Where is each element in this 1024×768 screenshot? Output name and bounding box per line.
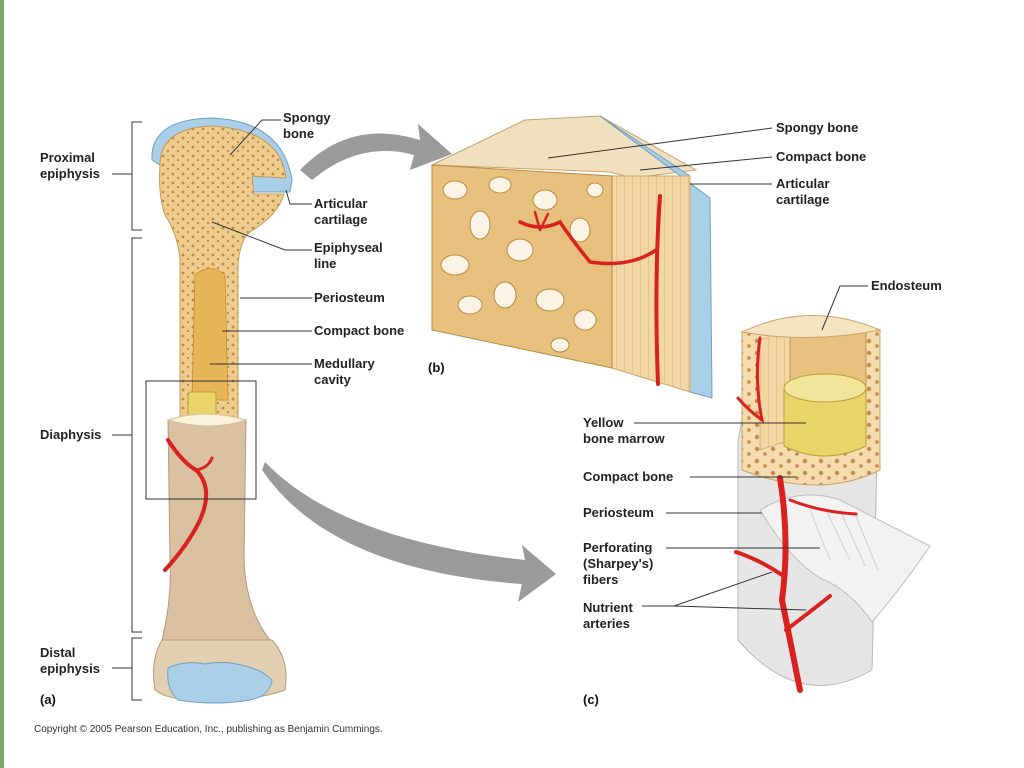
label-diaphysis: Diaphysis bbox=[40, 427, 102, 442]
label-compact-bone-a: Compact bone bbox=[314, 323, 405, 338]
bracket-proximal bbox=[131, 121, 142, 231]
endosteum-top bbox=[740, 315, 882, 338]
label-medullary-cavity: Medullary cavity bbox=[314, 356, 375, 387]
distal-articular-cartilage bbox=[167, 661, 273, 704]
block-artery-small bbox=[533, 210, 550, 232]
nutrient-artery-branch3 bbox=[788, 498, 858, 516]
leader-lines-a bbox=[210, 119, 312, 365]
spongy-compact-block bbox=[431, 115, 713, 399]
label-distal-epiphysis: Distal epiphysis bbox=[40, 645, 100, 676]
trabecular-holes bbox=[440, 176, 604, 353]
label-periosteum-c: Periosteum bbox=[583, 505, 654, 520]
block-artery-vertical bbox=[654, 194, 662, 386]
label-compact-bone-b: Compact bone bbox=[776, 149, 867, 164]
label-spongy-bone-b: Spongy bone bbox=[776, 120, 859, 135]
nutrient-artery-branch2 bbox=[784, 594, 832, 632]
long-bone-figure bbox=[145, 117, 293, 704]
label-perforating-fibers: Perforating (Sharpey's) fibers bbox=[583, 540, 654, 587]
slide-border bbox=[0, 0, 4, 768]
region-brackets bbox=[112, 121, 142, 701]
copyright-notice: Copyright © 2005 Pearson Education, Inc.… bbox=[34, 724, 383, 735]
shaft-artery-branch bbox=[194, 456, 214, 472]
label-articular-cartilage-b: Articular cartilage bbox=[776, 176, 830, 207]
periosteum-flap bbox=[759, 494, 931, 623]
label-compact-bone-c: Compact bone bbox=[583, 469, 674, 484]
label-endosteum: Endosteum bbox=[871, 278, 942, 293]
nutrient-artery-main bbox=[777, 475, 803, 693]
wall-artery bbox=[736, 336, 765, 424]
label-articular-cartilage-a: Articular cartilage bbox=[314, 196, 368, 227]
panel-label-b: (b) bbox=[428, 360, 445, 375]
arrow-to-c bbox=[262, 462, 556, 602]
block-top bbox=[431, 115, 698, 179]
label-yellow-bone-marrow: Yellow bone marrow bbox=[583, 415, 665, 446]
shaft-artery bbox=[163, 438, 208, 572]
label-spongy-bone-a: Spongy bone bbox=[283, 110, 331, 141]
label-proximal-epiphysis: Proximal epiphysis bbox=[40, 150, 100, 181]
shaft-cut-face bbox=[166, 413, 248, 427]
yellow-marrow-top bbox=[783, 373, 867, 403]
label-nutrient-arteries: Nutrient arteries bbox=[583, 600, 633, 631]
leader-lines-c bbox=[634, 285, 868, 611]
block-compact bbox=[611, 175, 691, 393]
label-periosteum-a: Periosteum bbox=[314, 290, 385, 305]
arrow-to-b bbox=[300, 124, 452, 180]
shaft-section bbox=[734, 315, 931, 693]
bracket-distal bbox=[131, 637, 142, 701]
panel-label-c: (c) bbox=[583, 692, 599, 707]
panel-label-a: (a) bbox=[40, 692, 56, 707]
medullary-cavity-shape bbox=[191, 268, 229, 401]
label-epiphyseal-line: Epiphyseal line bbox=[314, 240, 383, 271]
nutrient-artery-branch1 bbox=[734, 550, 784, 577]
detail-box bbox=[145, 380, 257, 500]
sharpey-fibers bbox=[809, 507, 879, 571]
leader-lines-b bbox=[547, 127, 773, 185]
bracket-diaphysis bbox=[131, 237, 142, 633]
